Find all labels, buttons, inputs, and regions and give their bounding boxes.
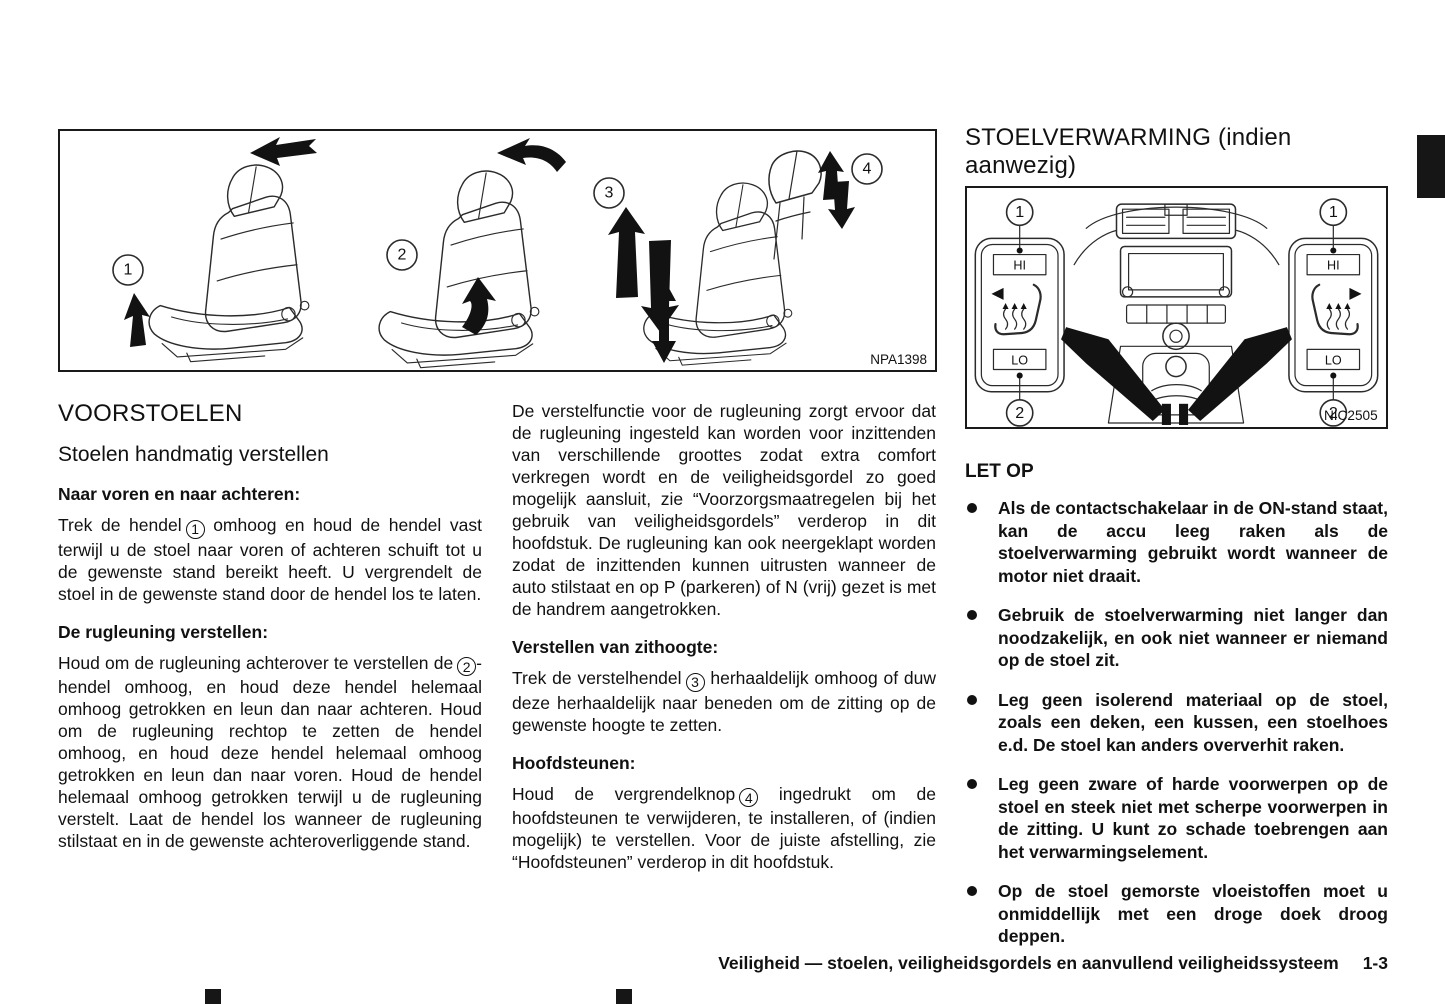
caution-item: Leg geen isolerend materiaal op de stoel… bbox=[965, 689, 1388, 757]
body-paragraph: Trek de verstelhendel 3 herhaaldelijk omh… bbox=[512, 667, 936, 736]
chapter-edge-tab bbox=[1417, 135, 1445, 198]
callout-number: 2 bbox=[462, 658, 471, 675]
callout-number: 1 bbox=[191, 521, 199, 537]
caution-item: Leg geen zware of harde voorwerpen op de… bbox=[965, 773, 1388, 863]
svg-text:1: 1 bbox=[124, 262, 133, 279]
center-console-icon bbox=[1073, 203, 1280, 424]
paragraph-text: -hendel omhoog, en houd deze hendel hele… bbox=[58, 652, 482, 852]
svg-text:1: 1 bbox=[1329, 203, 1338, 221]
headrest-down-arrow-icon bbox=[828, 181, 855, 229]
paragraph-text: Houd om de rugleuning achterover te vers… bbox=[58, 652, 454, 673]
callout-2-inline: 2 bbox=[457, 657, 477, 676]
middle-column: De verstelfunctie voor de rugleuning zor… bbox=[512, 400, 936, 885]
body-paragraph: Houd de vergrendelknop 4 ingedrukt om de … bbox=[512, 783, 936, 874]
svg-text:3: 3 bbox=[605, 185, 614, 202]
caution-item: Als de contactschakelaar in de ON-stand … bbox=[965, 497, 1388, 587]
callout-3: 3 bbox=[593, 177, 625, 209]
seat-adjustment-illustration: 1 2 3 4 NPA1398 bbox=[112, 137, 927, 369]
svg-text:LO: LO bbox=[1325, 353, 1342, 367]
section-title: STOELVERWARMING (indien aanwezig) bbox=[965, 124, 1292, 179]
figure-code-label: NPA1398 bbox=[870, 352, 927, 367]
callout-4: 4 bbox=[851, 153, 883, 185]
figure-seat-heater: HI LO 1 2 H bbox=[965, 186, 1388, 429]
svg-text:HI: HI bbox=[1327, 259, 1340, 273]
callout-number: 3 bbox=[691, 674, 699, 690]
paragraph-text: Houd de vergrendelknop bbox=[512, 783, 736, 804]
paragraph-text: Trek de verstelhendel bbox=[512, 668, 682, 688]
seat-1-icon bbox=[148, 164, 310, 363]
left-column: VOORSTOELEN Stoelen handmatig verstellen… bbox=[58, 400, 482, 864]
paragraph-text: Trek de hendel bbox=[58, 515, 182, 535]
left-pointer-arrow-icon bbox=[1061, 327, 1165, 421]
footer-page-number: 1-3 bbox=[1362, 953, 1388, 973]
slide-forward-arrow-icon bbox=[250, 137, 317, 166]
body-paragraph: Houd om de rugleuning achterover te vers… bbox=[58, 652, 482, 853]
figure-code-label: NIC2505 bbox=[1324, 408, 1378, 423]
callout-4-inline: 4 bbox=[739, 788, 759, 807]
right-column: STOELVERWARMING (indien aanwezig) bbox=[965, 124, 1388, 965]
callout-2: 2 bbox=[386, 239, 418, 271]
pedal-mark bbox=[1179, 403, 1189, 425]
body-paragraph: De verstelfunctie voor de rugleuning zor… bbox=[512, 401, 936, 619]
seat3-lift-double-arrow-icon bbox=[652, 279, 676, 363]
left-heater-switch: HI LO 1 2 bbox=[974, 198, 1065, 427]
svg-text:2: 2 bbox=[1329, 404, 1338, 422]
paragraph-heading: Verstellen van zithoogte: bbox=[512, 637, 719, 657]
paragraph-heading: Hoofdsteunen: bbox=[512, 752, 636, 773]
callout-3-inline: 3 bbox=[685, 672, 705, 692]
footer-chapter-title: Veiligheid — stoelen, veiligheidsgordels… bbox=[718, 953, 1339, 973]
figure-seat-adjustment: 1 2 3 4 NPA1398 bbox=[58, 129, 937, 372]
right-heater-switch: HI LO 1 2 bbox=[1288, 198, 1379, 427]
body-paragraph: Trek de hendel 1 omhoog en houd de hendel… bbox=[58, 514, 482, 605]
svg-text:2: 2 bbox=[398, 247, 407, 264]
caution-list: Als de contactschakelaar in de ON-stand … bbox=[965, 497, 1388, 948]
seat3-down-arrow-icon bbox=[641, 240, 679, 332]
paragraph-text: omhoog en houd de hendel vast terwijl u … bbox=[58, 515, 483, 604]
page-footer: Veiligheid — stoelen, veiligheidsgordels… bbox=[718, 953, 1388, 974]
callout-1: 1 bbox=[112, 254, 144, 286]
section-title: VOORSTOELEN bbox=[58, 400, 243, 427]
caution-heading: LET OP bbox=[965, 461, 1034, 482]
right-pointer-arrow-icon bbox=[1188, 327, 1292, 421]
paragraph-heading: Naar voren en naar achteren: bbox=[58, 484, 301, 504]
seat3-up-arrow-icon bbox=[608, 207, 645, 298]
paragraph-text: ingedrukt om de hoofdsteunen te verwijde… bbox=[512, 783, 936, 873]
caution-item: Gebruik de stoelverwarming niet langer d… bbox=[965, 604, 1388, 672]
subsection-title: Stoelen handmatig verstellen bbox=[58, 443, 329, 466]
svg-text:LO: LO bbox=[1011, 353, 1028, 367]
svg-text:HI: HI bbox=[1013, 259, 1026, 273]
recline-top-arrow-icon bbox=[497, 138, 566, 172]
seat2-hinge-up-arrow-icon bbox=[462, 277, 496, 335]
callout-number: 4 bbox=[744, 789, 753, 806]
paragraph-heading: De rugleuning verstellen: bbox=[58, 621, 269, 642]
print-registration-mark bbox=[616, 989, 632, 1004]
svg-text:4: 4 bbox=[863, 161, 872, 178]
callout-1-inline: 1 bbox=[185, 519, 205, 539]
svg-text:1: 1 bbox=[1015, 203, 1024, 221]
seat1-up-arrow-icon bbox=[124, 293, 150, 347]
print-registration-mark bbox=[205, 989, 221, 1004]
caution-item: Op de stoel gemorste vloeistoffen moet u… bbox=[965, 880, 1388, 948]
pedal-mark bbox=[1161, 403, 1171, 425]
svg-text:2: 2 bbox=[1015, 404, 1024, 422]
seat-heater-illustration: HI LO 1 2 H bbox=[974, 198, 1379, 427]
paragraph-text: herhaaldelijk omhoog of duw deze herhaal… bbox=[512, 668, 936, 735]
